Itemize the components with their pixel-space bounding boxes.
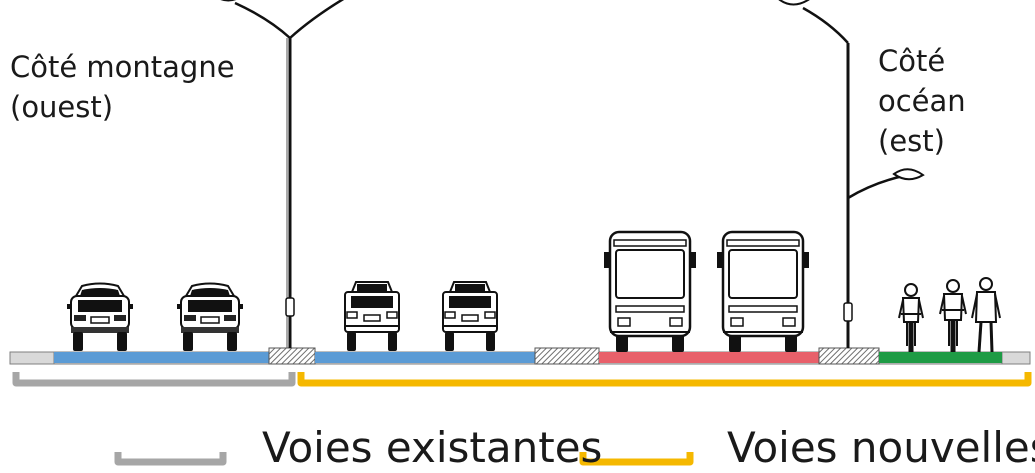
car-icon bbox=[66, 282, 134, 352]
bus-lanes bbox=[599, 352, 819, 363]
median-west bbox=[268, 347, 316, 365]
car-icon bbox=[344, 281, 400, 352]
new-car-lanes bbox=[315, 352, 535, 363]
median-center bbox=[534, 347, 600, 365]
cyclist-icon bbox=[898, 283, 924, 352]
west-side-label-line2: (ouest) bbox=[10, 90, 114, 124]
west-sidewalk bbox=[9, 351, 55, 365]
east-side-label-line2: (est) bbox=[878, 124, 945, 158]
west-side-label: Côté montagne (ouest) bbox=[10, 47, 235, 127]
bus-icon bbox=[602, 230, 698, 354]
median-east bbox=[818, 347, 880, 365]
east-sidewalk bbox=[1001, 351, 1031, 365]
car-icon bbox=[176, 282, 244, 352]
existing-lanes-bracket bbox=[12, 372, 296, 387]
bike-lane bbox=[879, 352, 1002, 363]
bus-icon bbox=[715, 230, 811, 354]
legend-existing-label: Voies existantes bbox=[262, 423, 603, 472]
legend-new-swatch bbox=[579, 452, 694, 466]
car-icon bbox=[442, 281, 498, 352]
east-side-label: Côté océan (est) bbox=[878, 41, 1035, 161]
street-light-icon bbox=[213, 0, 364, 350]
legend-new-label: Voies nouvelles bbox=[727, 423, 1035, 472]
east-side-label-line1: Côté océan bbox=[878, 44, 966, 118]
street-light-icon bbox=[778, 0, 925, 348]
pedestrian-icon bbox=[971, 277, 1001, 353]
legend-existing-swatch bbox=[114, 452, 227, 466]
west-side-label-line1: Côté montagne bbox=[10, 50, 235, 84]
existing-car-lanes bbox=[54, 352, 269, 363]
new-lanes-bracket bbox=[297, 372, 1032, 387]
cyclist-icon bbox=[939, 279, 967, 352]
